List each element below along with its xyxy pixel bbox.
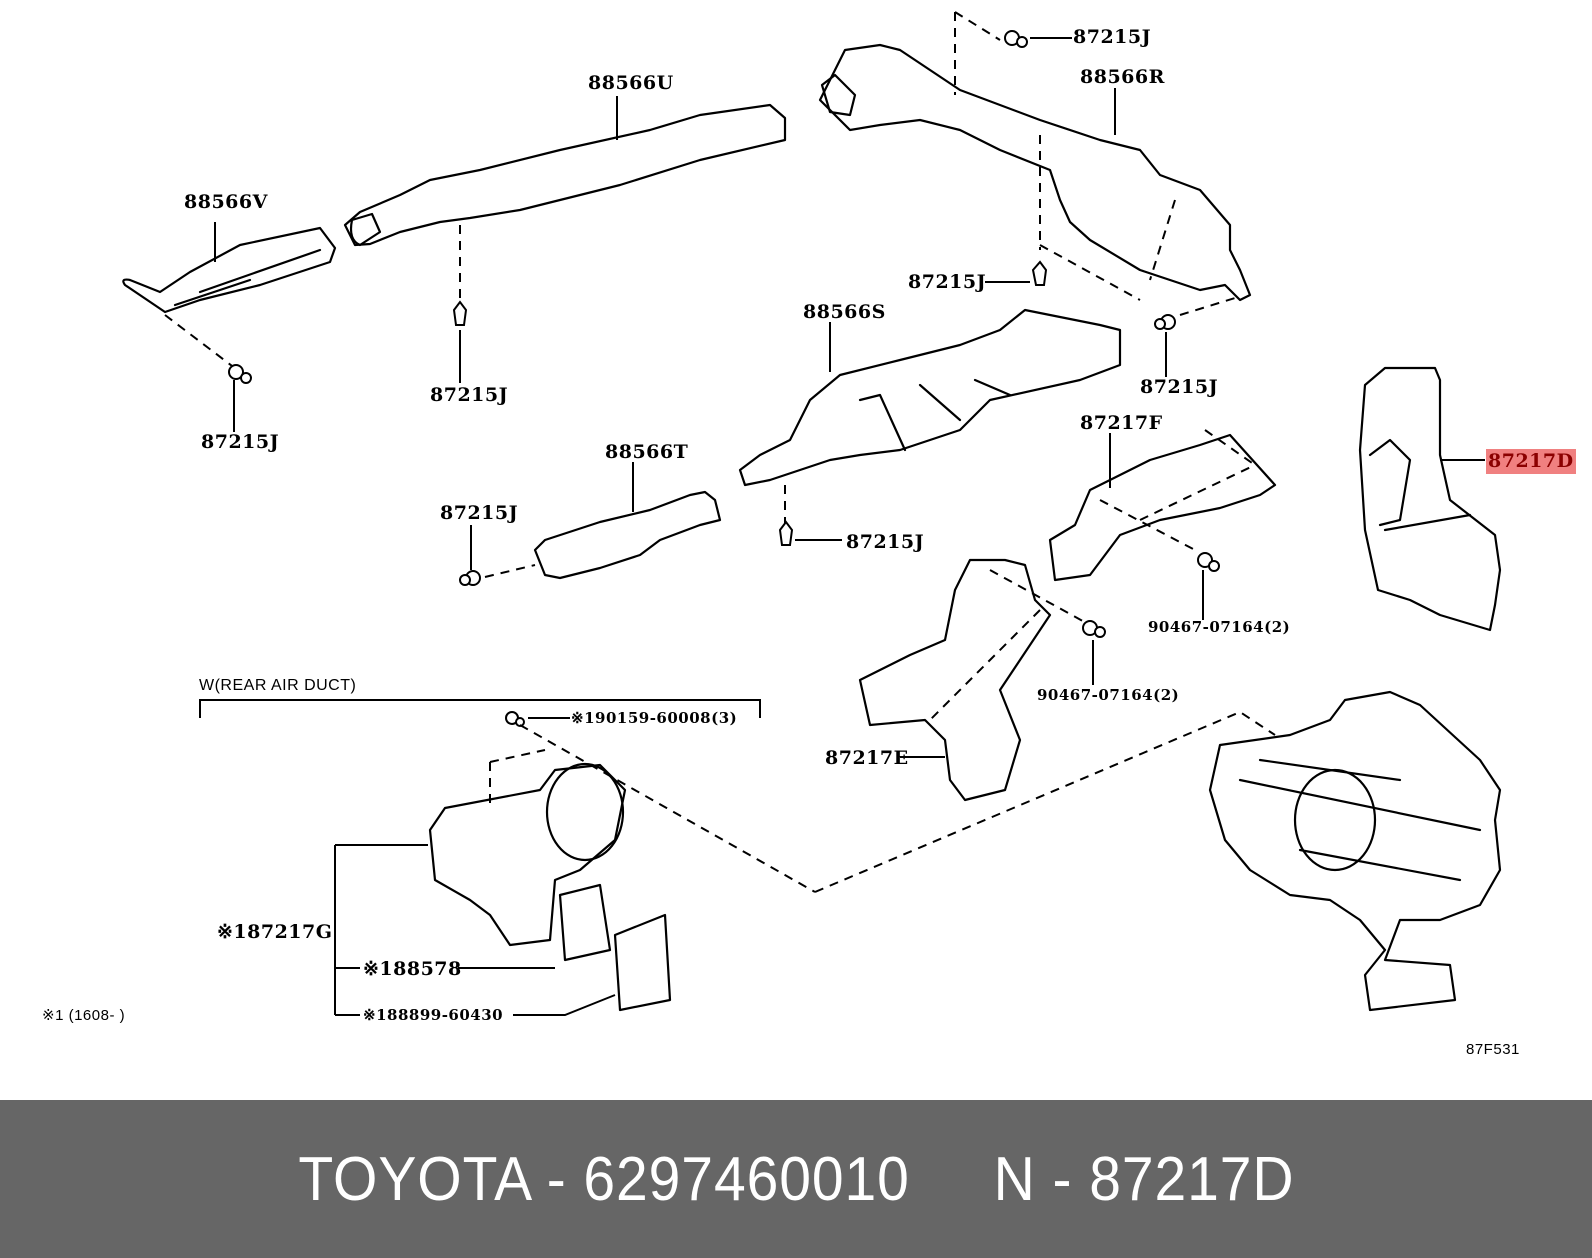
callout-87215J[interactable]: 87215J xyxy=(440,502,519,524)
callout-88899-60430[interactable]: ※188899-60430 xyxy=(363,1006,504,1024)
figure-code: 87F531 xyxy=(1466,1041,1520,1058)
duct-88566U xyxy=(343,96,787,383)
callout-90467-07164[interactable]: 90467-07164(2) xyxy=(1148,618,1291,636)
callout-88578[interactable]: ※188578 xyxy=(363,958,462,980)
duct-88566R xyxy=(818,11,1252,377)
footnote: ※1 (1608- ) xyxy=(42,1007,126,1024)
callout-88566S[interactable]: 88566S xyxy=(803,301,886,323)
callout-87215J[interactable]: 87215J xyxy=(1073,26,1152,48)
callout-87217F[interactable]: 87217F xyxy=(1080,412,1163,434)
duct-88566V xyxy=(122,222,337,432)
diagram-drawing xyxy=(122,11,1502,1016)
callout-88566T[interactable]: 88566T xyxy=(605,441,689,463)
callout-87217E[interactable]: 87217E xyxy=(825,747,909,769)
group-label-rear-air-duct: W(REAR AIR DUCT) xyxy=(199,677,357,694)
callout-87215J[interactable]: 87215J xyxy=(201,431,280,453)
parts-diagram: 88566U 88566V 87215J 87215J 87215J 88566… xyxy=(42,11,1576,1058)
callout-87215J[interactable]: 87215J xyxy=(1140,376,1219,398)
callout-88566U[interactable]: 88566U xyxy=(588,72,674,94)
callout-87215J[interactable]: 87215J xyxy=(430,384,509,406)
callout-87217G[interactable]: ※187217G xyxy=(217,921,333,943)
footer-part-info: TOYOTA - 6297460010 N - 87217D xyxy=(297,1144,1295,1214)
callout-87217D-highlighted[interactable]: 87217D xyxy=(1486,449,1576,474)
rear-air-duct-group xyxy=(199,699,816,1016)
callout-87215J[interactable]: 87215J xyxy=(846,531,925,553)
duct-88566T xyxy=(459,462,722,586)
duct-87217F xyxy=(1048,429,1277,620)
callout-88566V[interactable]: 88566V xyxy=(184,191,268,213)
callout-88566R[interactable]: 88566R xyxy=(1080,66,1165,88)
duct-87217E xyxy=(858,558,1106,802)
callout-90159-60008[interactable]: ※190159-60008(3) xyxy=(571,709,738,727)
callout-90467-07164[interactable]: 90467-07164(2) xyxy=(1037,686,1180,704)
duct-88566S xyxy=(738,308,1122,546)
duct-87217D xyxy=(1358,366,1502,632)
footer-banner: TOYOTA - 6297460010 N - 87217D xyxy=(0,1100,1592,1258)
callout-87215J[interactable]: 87215J xyxy=(908,271,987,293)
hvac-unit xyxy=(814,690,1502,1012)
